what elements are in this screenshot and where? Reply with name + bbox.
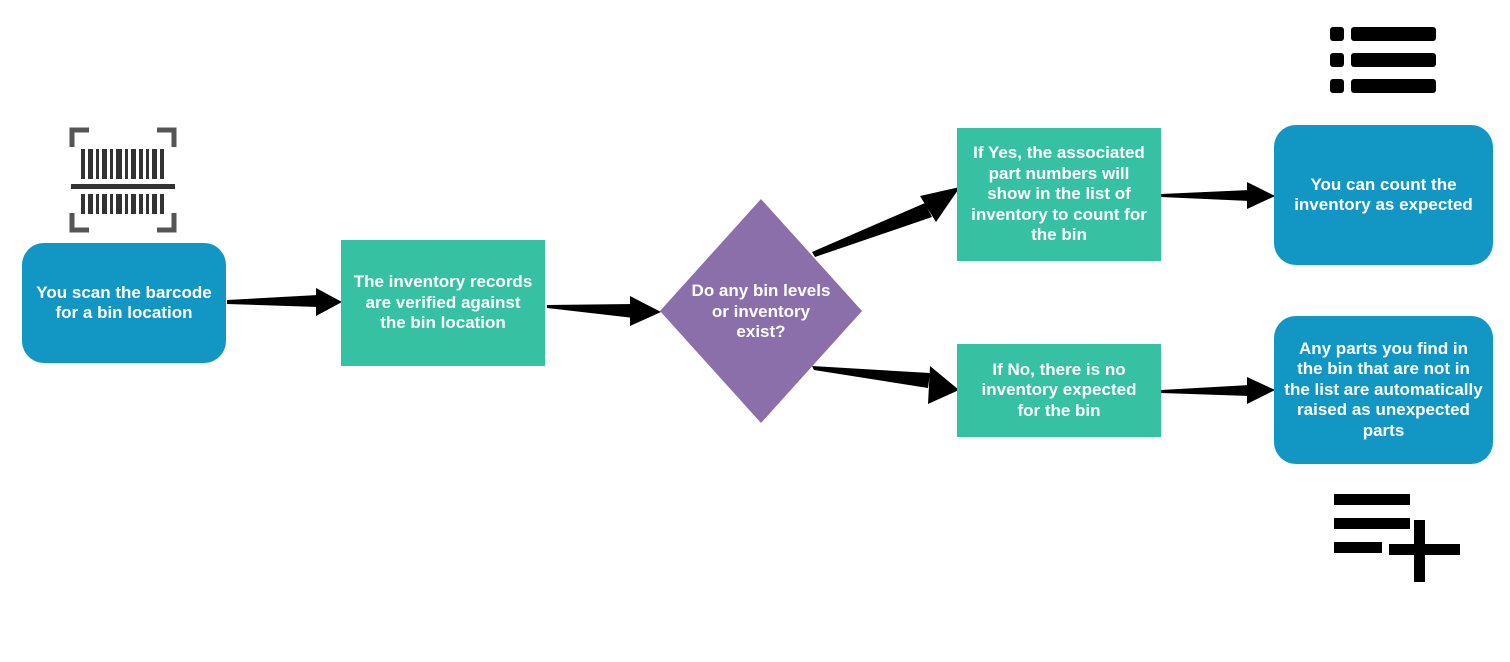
unexpected-parts-text: Any parts you find in the bin that are n…	[1284, 338, 1483, 440]
no-branch-text: If No, there is no inventory expected fo…	[981, 359, 1137, 420]
decision-text: Do any bin levels or inventory exist?	[691, 281, 831, 342]
no-branch-node: If No, there is no inventory expected fo…	[957, 344, 1161, 437]
decision-diamond	[660, 199, 862, 423]
unexpected-parts-node: Any parts you find in the bin that are n…	[1274, 316, 1493, 464]
yes-branch-node: If Yes, the associated part numbers will…	[957, 128, 1161, 261]
playlist-add-icon	[1334, 494, 1460, 582]
arrow-scan-to-verify	[227, 288, 342, 316]
scan-barcode-text: You scan the barcode for a bin location	[36, 282, 212, 323]
arrow-no-to-unexpected	[1161, 377, 1275, 404]
scan-barcode-node: You scan the barcode for a bin location	[22, 243, 226, 363]
arrow-decision-to-yes	[812, 187, 960, 257]
arrow-verify-to-decision	[547, 296, 661, 326]
list-icon	[1330, 27, 1436, 93]
arrow-decision-to-no	[812, 366, 959, 404]
barcode-scan-icon	[69, 127, 177, 233]
arrow-yes-to-count	[1161, 182, 1275, 209]
count-inventory-node: You can count the inventory as expected	[1274, 125, 1493, 265]
yes-branch-text: If Yes, the associated part numbers will…	[971, 143, 1147, 245]
decision-node: Do any bin levels or inventory exist?	[690, 262, 832, 362]
verify-records-node: The inventory records are verified again…	[341, 240, 545, 366]
verify-records-text: The inventory records are verified again…	[353, 272, 533, 333]
count-inventory-text: You can count the inventory as expected	[1294, 174, 1473, 215]
